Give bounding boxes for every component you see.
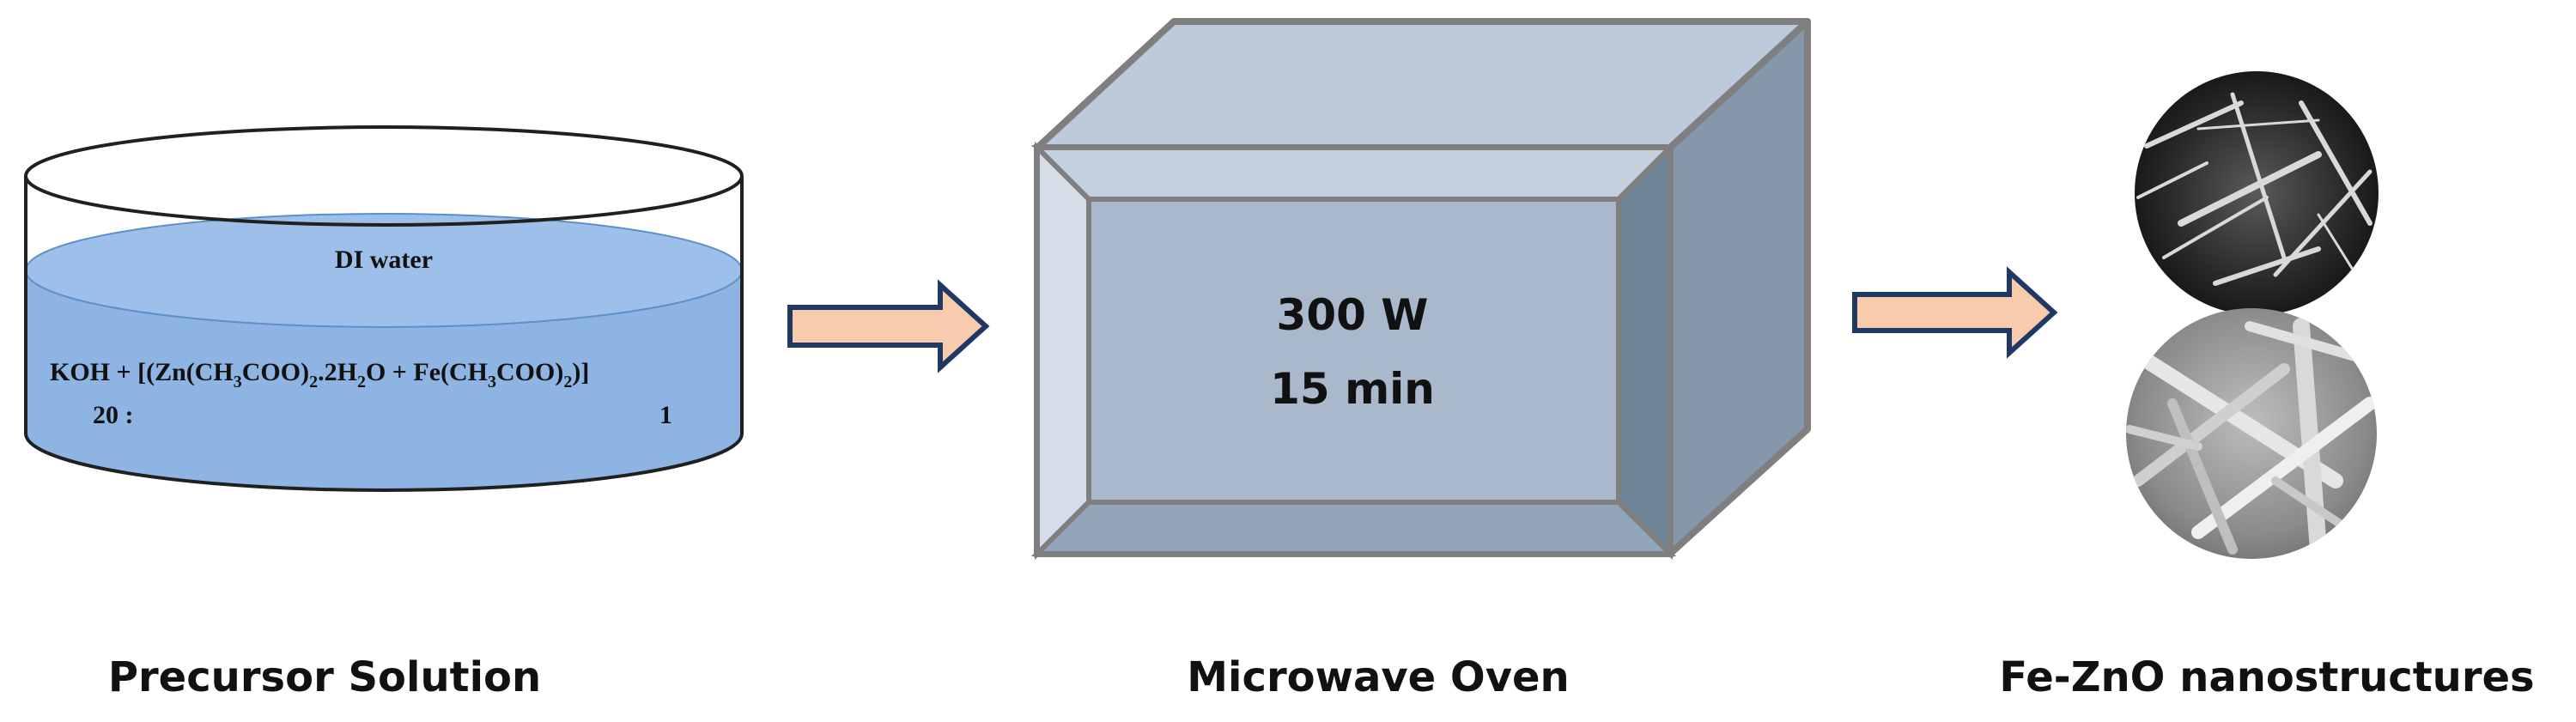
caption-precursor: Precursor Solution	[108, 653, 541, 701]
process-arrow-1	[787, 279, 990, 373]
caption-oven: Microwave Oven	[1187, 653, 1569, 701]
precursor-formula: KOH + [(Zn(CH3COO)2.2H2O + Fe(CH3COO)2)]	[50, 358, 589, 391]
petri-dish: DI water KOH + [(Zn(CH3COO)2.2H2O + Fe(C…	[24, 125, 744, 492]
ratio-left: 20 :	[93, 401, 134, 429]
dish-rim	[24, 125, 744, 227]
ratio-right: 1	[659, 401, 672, 429]
caption-product: Fe-ZnO nanostructures	[1999, 653, 2534, 701]
oven-power: 300 W	[1277, 290, 1429, 340]
dish-liquid	[26, 270, 742, 490]
oven-window	[1086, 197, 1621, 505]
microwave-oven: 300 W 15 min	[1030, 18, 1811, 561]
solvent-label: DI water	[335, 246, 433, 274]
sem-image-bottom	[2126, 308, 2377, 559]
oven-time: 15 min	[1270, 364, 1435, 414]
sem-image-top	[2135, 71, 2379, 315]
process-arrow-2	[1852, 266, 2058, 359]
